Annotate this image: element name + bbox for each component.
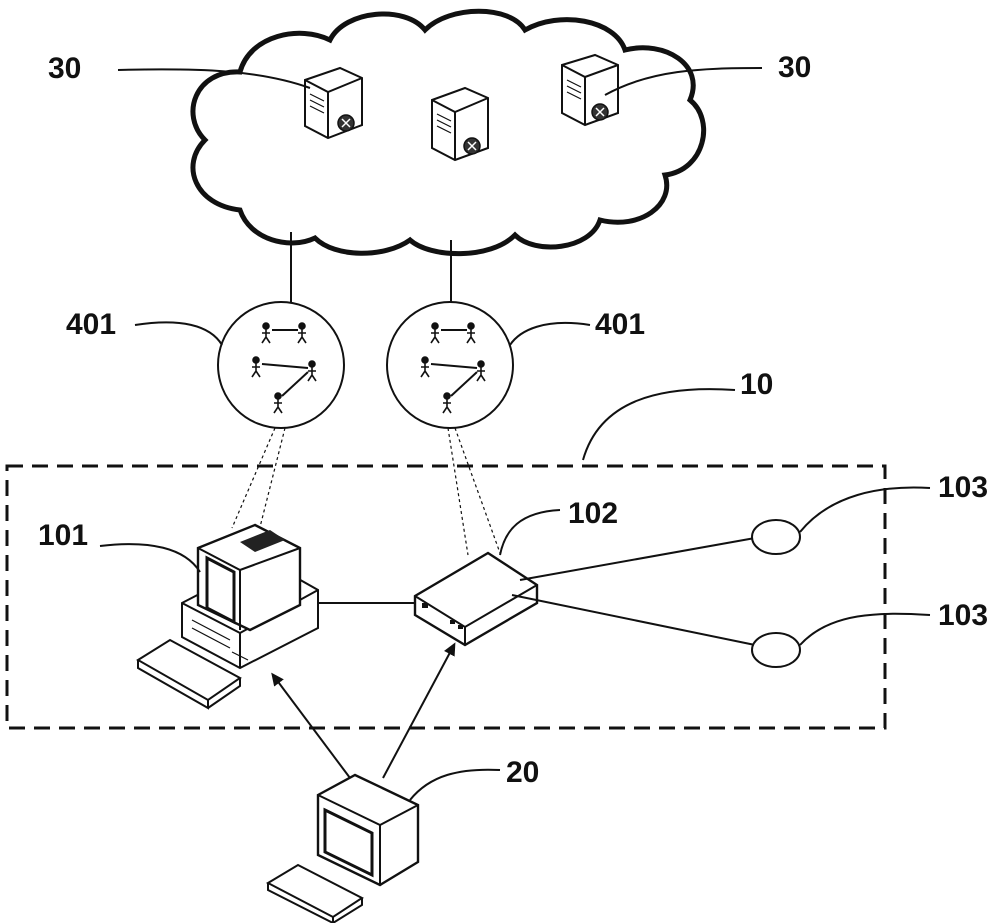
label-gateway: 102 — [568, 497, 618, 530]
desktop-computer-icon — [136, 523, 319, 710]
server-icon — [304, 66, 363, 140]
dotted-link — [447, 427, 501, 556]
connection-line — [519, 537, 756, 581]
leader-line — [604, 67, 763, 96]
cloud-icon — [190, 8, 707, 257]
sensor-node-icon — [751, 519, 801, 555]
label-sensor-bottom: 103 — [938, 599, 988, 632]
leader-line — [799, 486, 931, 533]
leader-line — [582, 388, 736, 461]
arrow — [271, 672, 351, 779]
terminal-computer-icon — [265, 773, 420, 923]
server-icon — [561, 53, 619, 127]
leader-line — [499, 509, 561, 556]
label-server-group-right: 30 — [778, 51, 811, 84]
connection-line — [511, 594, 756, 646]
label-server-group-left: 30 — [48, 52, 81, 85]
label-terminal: 20 — [506, 756, 539, 789]
system-boundary — [5, 464, 887, 730]
label-network-left: 401 — [66, 308, 116, 341]
leader-line — [509, 321, 591, 346]
label-network-right: 401 — [595, 308, 645, 341]
network-nodes-icon — [217, 301, 345, 429]
sensor-node-icon — [751, 632, 801, 668]
router-box-icon — [413, 551, 539, 647]
dotted-link — [231, 427, 286, 536]
arrow — [382, 642, 456, 779]
label-sensor-top: 103 — [938, 471, 988, 504]
leader-line — [134, 321, 223, 346]
network-nodes-icon — [386, 301, 514, 429]
leader-line — [99, 543, 201, 573]
leader-line — [117, 68, 311, 89]
leader-line — [799, 612, 931, 646]
label-system-box: 10 — [740, 368, 773, 401]
label-computer: 101 — [38, 519, 88, 552]
server-icon — [431, 86, 489, 162]
leader-line — [409, 768, 501, 801]
